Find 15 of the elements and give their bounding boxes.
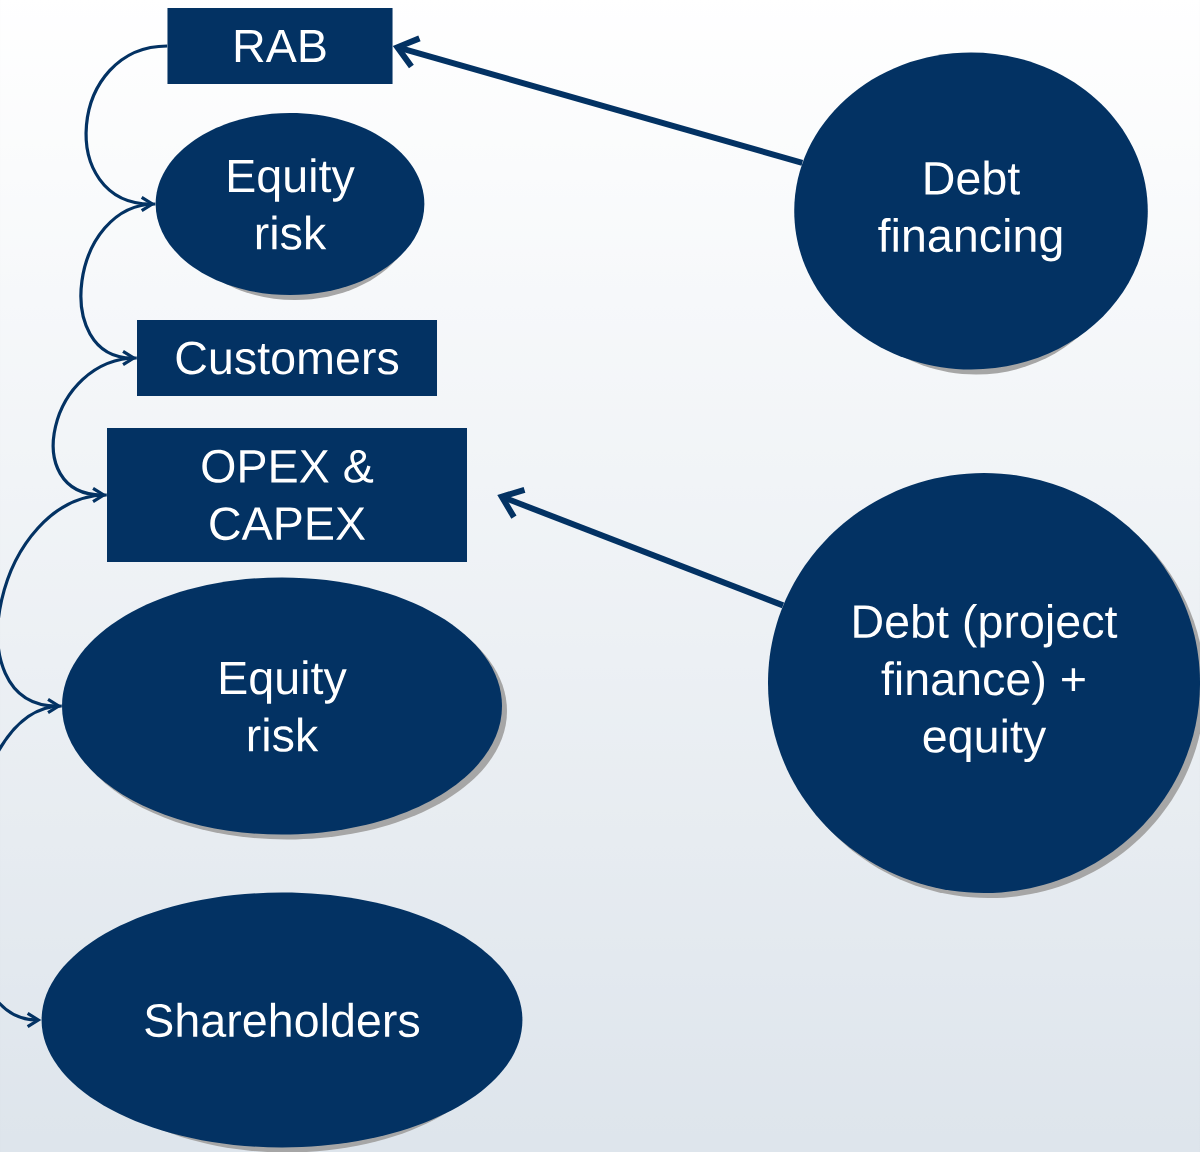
curved-arrow xyxy=(51,356,137,504)
arrow xyxy=(392,35,804,166)
curved-arrow xyxy=(79,202,156,367)
label-box: OPEX & CAPEX xyxy=(107,428,467,562)
arrow xyxy=(497,486,785,609)
curved-arrow xyxy=(84,44,168,212)
ellipse-node: Debt (project finance) + equity xyxy=(768,473,1200,898)
circle-node: Debt financing xyxy=(794,52,1148,375)
curved-arrow xyxy=(0,704,63,1029)
ellipse-node: Equity risk xyxy=(155,113,425,300)
ellipse-node: Shareholders xyxy=(41,892,523,1152)
label-box: RAB xyxy=(167,8,393,84)
ellipse-node: Equity risk xyxy=(62,577,507,840)
curved-arrow xyxy=(0,493,107,715)
label-box: Customers xyxy=(137,320,437,396)
